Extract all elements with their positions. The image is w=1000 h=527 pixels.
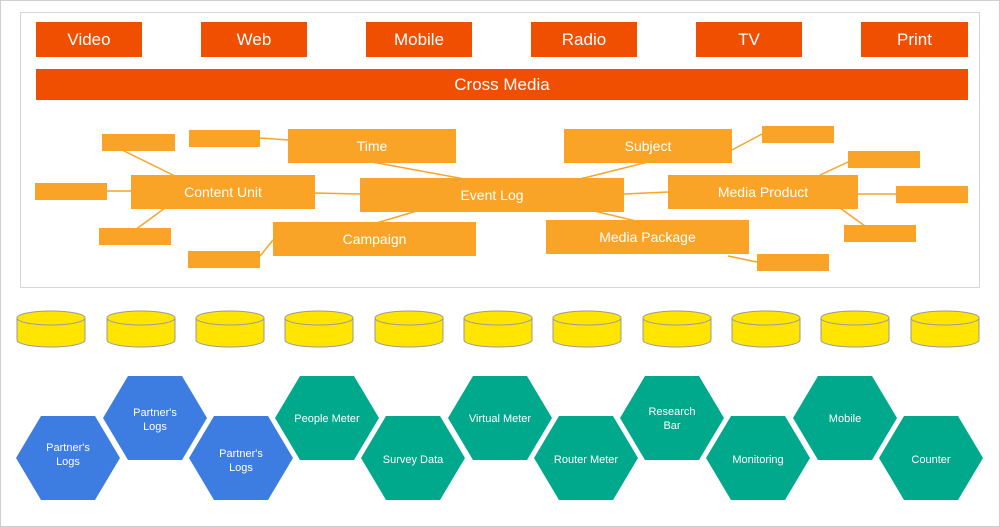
database-cylinder-icon bbox=[195, 310, 265, 348]
data-source-mobile: Mobile bbox=[793, 376, 897, 460]
database-cylinder-icon bbox=[552, 310, 622, 348]
database-cylinder-icon bbox=[374, 310, 444, 348]
data-source-router-meter: Router Meter bbox=[534, 416, 638, 500]
database-cylinder-icon bbox=[16, 310, 86, 348]
database-cylinder-icon bbox=[284, 310, 354, 348]
svg-text:Monitoring: Monitoring bbox=[732, 454, 783, 466]
entity-time: Time bbox=[288, 129, 456, 163]
entity-media-product: Media Product bbox=[668, 175, 858, 209]
attribute-box bbox=[188, 251, 260, 268]
attribute-box bbox=[762, 126, 834, 143]
database-cylinder-icon bbox=[910, 310, 980, 348]
data-source-survey-data: Survey Data bbox=[361, 416, 465, 500]
attribute-box bbox=[844, 225, 916, 242]
entity-content-unit: Content Unit bbox=[131, 175, 315, 209]
entity-campaign: Campaign bbox=[273, 222, 476, 256]
entity-media-package: Media Package bbox=[546, 220, 749, 254]
svg-text:Counter: Counter bbox=[911, 454, 950, 466]
data-source-monitoring: Monitoring bbox=[706, 416, 810, 500]
media-mobile: Mobile bbox=[366, 22, 472, 57]
database-cylinder-icon bbox=[731, 310, 801, 348]
svg-text:Virtual Meter: Virtual Meter bbox=[469, 413, 531, 425]
attribute-box bbox=[189, 130, 260, 147]
entity-subject: Subject bbox=[564, 129, 732, 163]
database-cylinder-icon bbox=[106, 310, 176, 348]
media-tv: TV bbox=[696, 22, 802, 57]
attribute-box bbox=[896, 186, 968, 203]
data-source-counter: Counter bbox=[879, 416, 983, 500]
data-source-virtual-meter: Virtual Meter bbox=[448, 376, 552, 460]
cross-media-bar: Cross Media bbox=[36, 69, 968, 100]
database-cylinder-icon bbox=[642, 310, 712, 348]
attribute-box bbox=[35, 183, 107, 200]
database-cylinder-icon bbox=[820, 310, 890, 348]
svg-text:Survey Data: Survey Data bbox=[383, 454, 444, 466]
svg-text:Router Meter: Router Meter bbox=[554, 454, 619, 466]
svg-text:People Meter: People Meter bbox=[294, 413, 360, 425]
model-panel bbox=[20, 12, 980, 288]
media-web: Web bbox=[201, 22, 307, 57]
media-print: Print bbox=[861, 22, 968, 57]
media-radio: Radio bbox=[531, 22, 637, 57]
attribute-box bbox=[99, 228, 171, 245]
svg-text:Mobile: Mobile bbox=[829, 413, 861, 425]
attribute-box bbox=[102, 134, 175, 151]
entity-event-log: Event Log bbox=[360, 178, 624, 212]
data-source-people-meter: People Meter bbox=[275, 376, 379, 460]
attribute-box bbox=[757, 254, 829, 271]
database-cylinder-icon bbox=[463, 310, 533, 348]
media-video: Video bbox=[36, 22, 142, 57]
attribute-box bbox=[848, 151, 920, 168]
